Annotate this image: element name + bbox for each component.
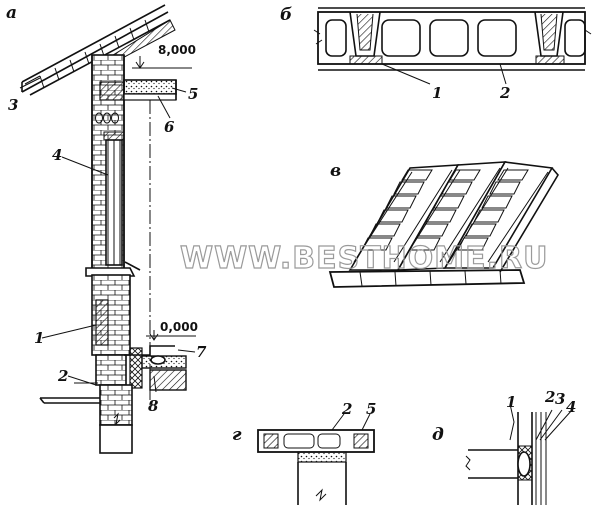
panel-d-joint-detail: д 1 2 3 4 [432,388,576,505]
callout-d-2: 2 [544,388,555,406]
callout-a-3: 3 [8,96,18,114]
foundation [39,382,133,454]
callout-a-4: 4 [52,146,62,164]
panel-label-v: в [330,161,341,181]
level-mark-top: 8,000 [132,43,196,69]
level-top-label: 8,000 [158,43,196,57]
callout-a-7: 7 [196,343,207,361]
callout-a-1: 1 [34,329,44,347]
panel-b-slab-section: б 1 2 [280,5,592,102]
panel-a-wall-section: 8,000 0,000 [6,3,207,454]
panel-label-g: г [232,425,242,445]
vent-openings [95,112,119,124]
panel-label-d: д [432,425,444,445]
callout-g-2: 2 [341,400,352,418]
panel-label-b: б [280,5,292,25]
panel-v-isometric-slabs: в [328,161,559,288]
attic-floor-slab [99,79,177,410]
callout-d-1: 1 [506,393,516,411]
window-opening [103,131,125,266]
level-mark-ground: 0,000 [146,320,198,341]
watermark: WWW.BESTHOME.RU [180,241,548,276]
ground-floor-beam [141,355,187,391]
leader-lines-a [19,77,196,393]
callout-d-4: 4 [566,398,576,416]
callout-b-2: 2 [499,84,510,102]
level-ground-label: 0,000 [160,320,198,334]
callout-a-2: 2 [57,367,68,385]
panel-g-support-detail: г 2 5 [232,400,376,505]
callout-b-1: 1 [432,84,442,102]
plinth [91,274,175,389]
panel-label-a: а [6,3,17,23]
callout-d-3: 3 [555,390,565,408]
callout-a-8: 8 [148,397,159,415]
callout-a-6: 6 [164,118,175,136]
callout-g-5: 5 [366,400,376,418]
callout-a-5: 5 [188,85,198,103]
